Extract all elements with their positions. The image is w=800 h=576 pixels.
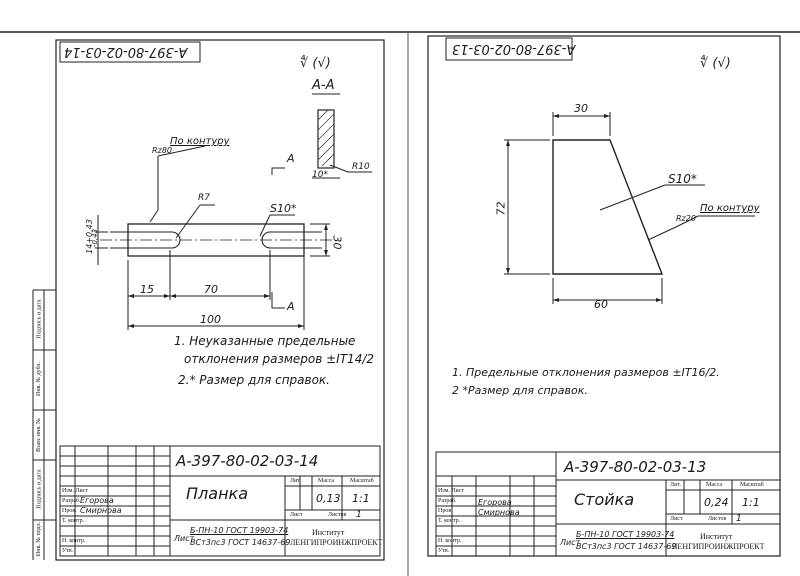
- right-tb-sig-1: Егорова: [478, 498, 512, 507]
- right-tb-row-2: Пров.: [438, 508, 453, 514]
- right-roughness-contour-value: Rz20: [676, 214, 696, 223]
- left-tb-sig-1: Егорова: [80, 496, 114, 505]
- left-tb-row-3: Т. контр.: [62, 518, 85, 524]
- right-top-stamp: А-397-80-02-03-13: [452, 41, 576, 56]
- right-tb-institute-1: Институт: [700, 532, 733, 541]
- left-cut-letter-top: А: [287, 152, 295, 165]
- right-tb-row-3: Т. контр.: [438, 518, 461, 524]
- left-tb-scale: 1:1: [352, 492, 370, 505]
- right-note-1: 1. Предельные отклонения размеров ±IT16/…: [452, 366, 720, 379]
- left-tb-sheets-value: 1: [356, 510, 362, 520]
- right-tb-row-4: Н. контр.: [438, 538, 462, 544]
- right-note-2: 2 *Размер для справок.: [452, 384, 588, 397]
- left-dim-70: 70: [204, 283, 218, 296]
- right-tb-institute-2: ЛЕНГИПРОИНЖПРОЕКТ: [672, 542, 765, 551]
- left-dim-100: 100: [200, 313, 221, 326]
- left-tb-row-5: Утв.: [62, 548, 74, 554]
- right-dim-30: 30: [574, 102, 588, 115]
- right-tb-sheets-value: 1: [736, 514, 742, 524]
- right-tb-col-lit: Лит.: [670, 482, 681, 488]
- right-tb-material-prefix: Лист: [560, 538, 581, 547]
- left-tb-col-mass: Масса: [318, 478, 335, 484]
- right-tb-mass: 0,24: [704, 496, 729, 509]
- left-tb-designation: А-397-80-02-03-14: [176, 452, 319, 470]
- right-tb-col-scale: Масштаб: [740, 482, 764, 488]
- left-tb-material-prefix: Лист: [174, 534, 195, 543]
- left-cut-letter-bottom: А: [287, 300, 295, 313]
- left-note-1b: отклонения размеров ±IT14/2: [184, 352, 375, 366]
- left-top-stamp: А-397-80-02-03-14: [64, 44, 188, 59]
- right-tb-sheets-label: Листов: [708, 516, 727, 522]
- right-tb-row-1: Разраб.: [438, 498, 457, 504]
- right-tb-sheet-label: Лист: [670, 516, 683, 522]
- left-tb-mass: 0,13: [316, 492, 341, 505]
- right-dim-60: 60: [594, 298, 608, 311]
- left-tb-sig-2: Смирнова: [80, 506, 122, 515]
- left-dim-15: 15: [140, 283, 154, 296]
- right-roughness-mark: ∜ (√): [700, 56, 731, 71]
- right-tb-scale: 1:1: [742, 496, 760, 509]
- right-tb-sig-2: Смирнова: [478, 508, 520, 517]
- left-tb-row-0: Изм. Лист: [62, 488, 88, 494]
- left-tb-row-2: Пров.: [62, 508, 77, 514]
- left-tb-name: Планка: [186, 484, 248, 503]
- right-tb-material-2: ВСт3пс3 ГОСТ 14637-69: [576, 542, 677, 551]
- right-thickness-label: S10*: [668, 172, 697, 186]
- right-tb-row-0: Изм. Лист: [438, 488, 464, 494]
- left-tb-sheet-label: Лист: [290, 512, 303, 518]
- right-tb-row-5: Утв.: [438, 548, 450, 554]
- left-tb-institute-1: Институт: [312, 528, 345, 537]
- right-dim-72: 72: [494, 201, 508, 216]
- right-tb-designation: А-397-80-02-03-13: [564, 458, 707, 476]
- left-section-dim: 10*: [312, 170, 328, 180]
- right-roughness-contour-text: По контуру: [700, 203, 760, 214]
- margin-label-3: Подпись и дата: [36, 469, 43, 509]
- left-tb-material-1: Б-ПН-10 ГОСТ 19903-74: [190, 526, 289, 535]
- left-note-2: 2.* Размер для справок.: [178, 373, 330, 387]
- left-roughness-contour-value: Rz80: [152, 146, 172, 155]
- right-tb-material-1: Б-ПН-10 ГОСТ 19903-74: [576, 530, 675, 539]
- left-note-1a: 1. Неуказанные предельные: [174, 334, 356, 348]
- left-tb-material-2: ВСт3пс3 ГОСТ 14637-69: [190, 538, 291, 547]
- margin-label-2: Взам. инв. №: [35, 418, 42, 452]
- margin-label-1: Инв. № дубл.: [35, 362, 42, 396]
- right-tb-col-mass: Масса: [706, 482, 723, 488]
- left-roughness-contour-text: По контуру: [170, 136, 230, 147]
- left-tb-sheets-label: Листов: [328, 512, 347, 518]
- left-tb-row-1: Разраб.: [62, 498, 81, 504]
- left-height-dim: 30: [330, 235, 344, 250]
- left-thickness-label: S10*: [270, 202, 297, 215]
- left-radius-label: R7: [198, 193, 210, 203]
- left-tb-col-scale: Масштаб: [350, 478, 374, 484]
- margin-label-0: Подпись и дата: [36, 299, 43, 339]
- left-tb-col-lit: Лит.: [290, 478, 301, 484]
- left-roughness-mark: ∜ (√): [300, 56, 331, 71]
- left-slot-dim-2: -0,43: [91, 228, 100, 248]
- margin-label-4: Инв. № подл.: [36, 521, 43, 557]
- left-tb-institute-2: ЛЕНГИПРОИНЖПРОЕКТ: [290, 538, 383, 547]
- left-section-radius: R10: [352, 162, 370, 172]
- left-tb-row-4: Н. контр.: [62, 538, 86, 544]
- left-section-label: А-А: [312, 78, 335, 93]
- right-tb-name: Стойка: [574, 490, 635, 509]
